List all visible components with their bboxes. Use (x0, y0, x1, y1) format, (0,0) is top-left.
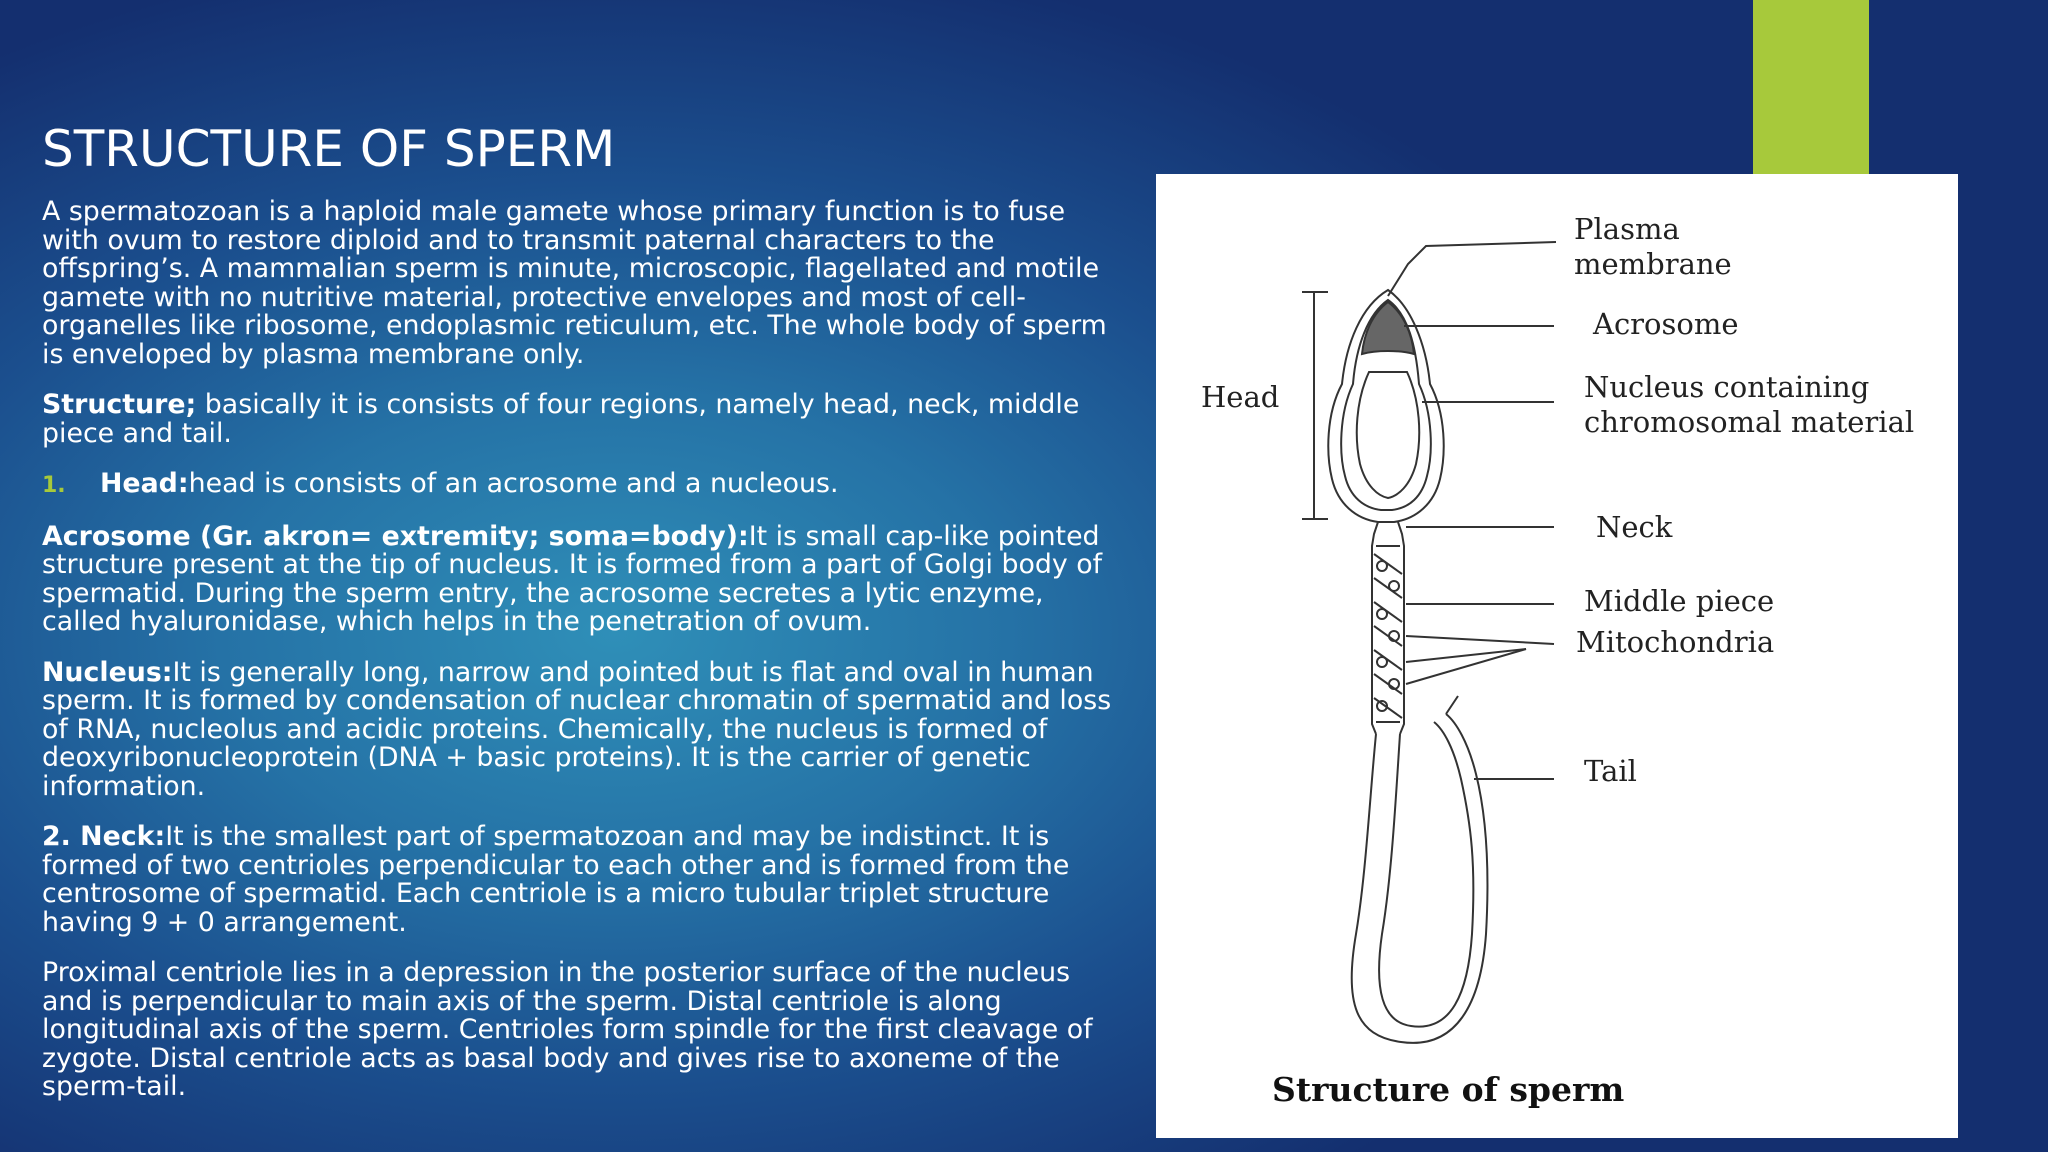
label-middle-piece: Middle piece (1584, 584, 1774, 618)
nucleus-text: It is generally long, narrow and pointed… (42, 656, 1112, 802)
head-list-item: 1. Head:head is consists of an acrosome … (42, 468, 1122, 501)
label-mitochondria: Mitochondria (1576, 625, 1774, 659)
slide-title: STRUCTURE OF SPERM (42, 120, 616, 178)
structure-paragraph: Structure; basically it is consists of f… (42, 389, 1122, 449)
structure-text: basically it is consists of four regions… (42, 389, 1080, 449)
figure-caption: Structure of sperm (1272, 1070, 1624, 1109)
structure-label: Structure; (42, 389, 197, 420)
acrosome-label: Acrosome (Gr. akron= extremity; soma=bod… (42, 520, 749, 552)
label-neck: Neck (1596, 510, 1673, 544)
label-head: Head (1201, 380, 1279, 414)
label-nucleus-line2: chromosomal material (1584, 405, 1914, 439)
label-plasma-line2: membrane (1574, 247, 1732, 281)
centriole-paragraph: Proximal centriole lies in a depression … (42, 957, 1093, 1102)
neck-label: 2. Neck: (42, 821, 166, 852)
label-tail: Tail (1584, 754, 1637, 788)
label-plasma-line1: Plasma (1574, 212, 1680, 246)
list-number: 1. (42, 473, 66, 498)
nucleus-paragraph: Nucleus:It is generally long, narrow and… (42, 656, 1122, 802)
accent-bar (1753, 0, 1869, 175)
intro-paragraph: A spermatozoan is a haploid male gamete … (42, 196, 1107, 370)
head-text: head is consists of an acrosome and a nu… (188, 468, 839, 499)
slide-body: A spermatozoan is a haploid male gamete … (42, 196, 1122, 1124)
sperm-diagram: Plasma membrane Acrosome Nucleus contain… (1201, 212, 1914, 1109)
neck-text: It is the smallest part of spermatozoan … (42, 821, 1070, 938)
label-acrosome: Acrosome (1592, 307, 1739, 341)
neck-paragraph: 2. Neck:It is the smallest part of sperm… (42, 821, 1122, 938)
head-label: Head: (100, 468, 189, 499)
acrosome-text: It is small cap-like pointed structure p… (42, 520, 1103, 637)
nucleus-label: Nucleus: (42, 656, 173, 688)
sperm-diagram-panel: Plasma membrane Acrosome Nucleus contain… (1156, 174, 1958, 1138)
label-nucleus-line1: Nucleus containing (1584, 370, 1869, 404)
acrosome-paragraph: Acrosome (Gr. akron= extremity; soma=bod… (42, 520, 1122, 637)
